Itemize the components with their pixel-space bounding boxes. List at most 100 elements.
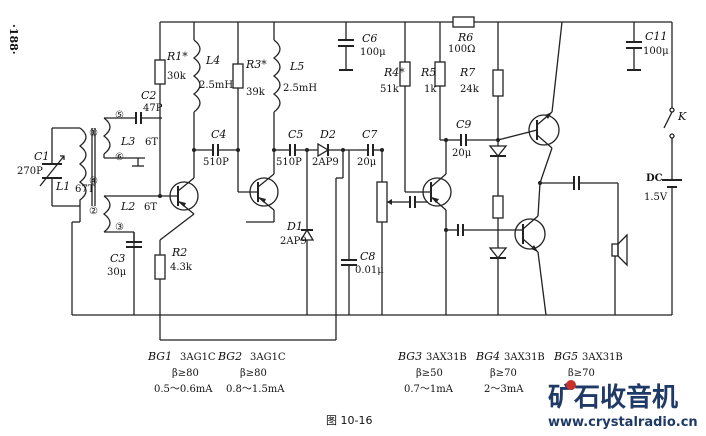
l2-value: 6T (144, 202, 157, 213)
r5-name: R5 (420, 66, 436, 79)
capacitor-c9: C9 20μ (444, 118, 498, 159)
r6-name: R6 (457, 31, 473, 44)
d1-name: D1 (286, 220, 303, 233)
bg4-beta: β≥70 (490, 368, 517, 379)
bg1-beta: β≥80 (172, 368, 199, 379)
bg2-current: 0.8～1.5mA (226, 384, 285, 395)
c5-value: 510P (276, 157, 302, 168)
diode-d1: D1 2AP9 (280, 148, 315, 315)
diode-d2: D2 2AP9 (312, 128, 358, 168)
l5-name: L5 (289, 60, 304, 73)
r5-value: 1k (424, 84, 437, 95)
watermark-url: www.crystalradio.cn (548, 415, 698, 430)
bg5-name: BG5 (553, 350, 578, 363)
c7-value: 20μ (357, 157, 377, 168)
bg2-beta: β≥80 (240, 368, 267, 379)
capacitor-c5: C5 510P (274, 128, 318, 168)
bg5-beta: β≥70 (568, 368, 595, 379)
l4-name: L4 (205, 54, 220, 67)
c6-name: C6 (362, 32, 377, 45)
tap-2: ② (89, 206, 98, 217)
bg2-model: 3AG1C (250, 352, 286, 363)
c1-value: 270P (17, 166, 43, 177)
c7-name: C7 (362, 128, 377, 141)
capacitor-c11: C11 100μ (626, 22, 669, 71)
c11-name: C11 (645, 30, 667, 43)
transistor-bg4 (497, 21, 563, 184)
junction-dots (158, 138, 500, 198)
r2-value: 4.3k (170, 262, 193, 273)
coil-l3: L3 6T (102, 117, 158, 167)
tap-4: ④ (89, 176, 98, 187)
tap-5: ⑤ (115, 110, 124, 121)
coil-taps: ① ⑤ ⑥ ④ ② ③ (89, 110, 124, 233)
resistor-r5: R5 1k (420, 22, 446, 141)
bg1-model: 3AG1C (180, 352, 216, 363)
l4-value: 2.5mH (199, 80, 233, 91)
coupling-capacitor-bg4 (444, 224, 520, 236)
c3-value: 30μ (107, 267, 127, 278)
capacitor-c2: C2 47P (135, 89, 163, 124)
c5-name: C5 (288, 128, 303, 141)
resistor-r3: R3* 39k (232, 22, 267, 192)
k-name: K (677, 110, 687, 123)
speaker-icon (611, 183, 628, 315)
inductor-l4: L4 2.5mH (192, 22, 233, 170)
r6-value: 100Ω (448, 44, 475, 55)
r2-name: R2 (171, 246, 187, 259)
bg3-name: BG3 (397, 350, 422, 363)
diode-bias-lower (488, 247, 508, 315)
bg5-model: 3AX31B (582, 352, 623, 363)
dc-name: DC (646, 173, 663, 184)
switch-k: K (663, 22, 687, 180)
l3-name: L3 (120, 135, 135, 148)
c8-name: C8 (360, 250, 375, 263)
r1-value: 30k (167, 71, 187, 82)
capacitor-c8: C8 0.01μ (341, 150, 384, 315)
r7-value: 24k (460, 84, 480, 95)
d1-value: 2AP9 (280, 236, 307, 247)
c9-name: C9 (456, 118, 471, 131)
r4-value: 51k (380, 84, 400, 95)
r7-name: R7 (459, 66, 475, 79)
battery-dc: DC 1.5V (644, 173, 682, 315)
figure-caption: 图 10-16 (326, 414, 372, 427)
diode-bias-upper (488, 140, 508, 196)
resistor-r6: R6 100Ω (448, 16, 475, 55)
resistor-r1: R1* 30k (154, 22, 188, 196)
capacitor-c3: C3 30μ (107, 232, 142, 278)
transistor-bg2 (238, 150, 279, 223)
bg1-name: BG1 (147, 350, 172, 363)
page-number: ·188· (7, 24, 20, 55)
r3-value: 39k (246, 87, 266, 98)
c2-name: C2 (141, 89, 156, 102)
c11-value: 100μ (643, 46, 669, 57)
c8-value: 0.01μ (355, 265, 384, 276)
inductor-l5: L5 2.5mH (272, 22, 317, 150)
tank-coil-l1: C1 270P L1 67T (17, 127, 96, 315)
c4-value: 510P (203, 157, 229, 168)
c2-value: 47P (143, 103, 163, 114)
c3-name: C3 (110, 252, 125, 265)
dc-value: 1.5V (644, 192, 668, 203)
capacitor-c7: C7 20μ (357, 128, 383, 182)
c6-value: 100μ (360, 47, 386, 58)
bg3-beta: β≥50 (416, 368, 443, 379)
bg4-model: 3AX31B (504, 352, 545, 363)
watermark: 矿石收音机 www.crystalradio.cn (540, 376, 700, 432)
coil-l2: L2 6T (102, 195, 160, 315)
c1-name: C1 (34, 150, 49, 163)
agc-feedback-line (159, 148, 345, 341)
c9-value: 20μ (452, 148, 472, 159)
bg1-current: 0.5～0.6mA (154, 384, 213, 395)
c4-name: C4 (211, 128, 226, 141)
r4-name: R4* (383, 66, 405, 79)
resistor-r7: R7 24k (459, 22, 504, 140)
d2-name: D2 (319, 128, 336, 141)
volume-potentiometer (376, 181, 398, 315)
transistor-bg3 (422, 140, 452, 315)
tap-3: ③ (115, 222, 124, 233)
bg4-current: 2～3mA (484, 384, 524, 395)
tap-1: ① (89, 128, 98, 139)
